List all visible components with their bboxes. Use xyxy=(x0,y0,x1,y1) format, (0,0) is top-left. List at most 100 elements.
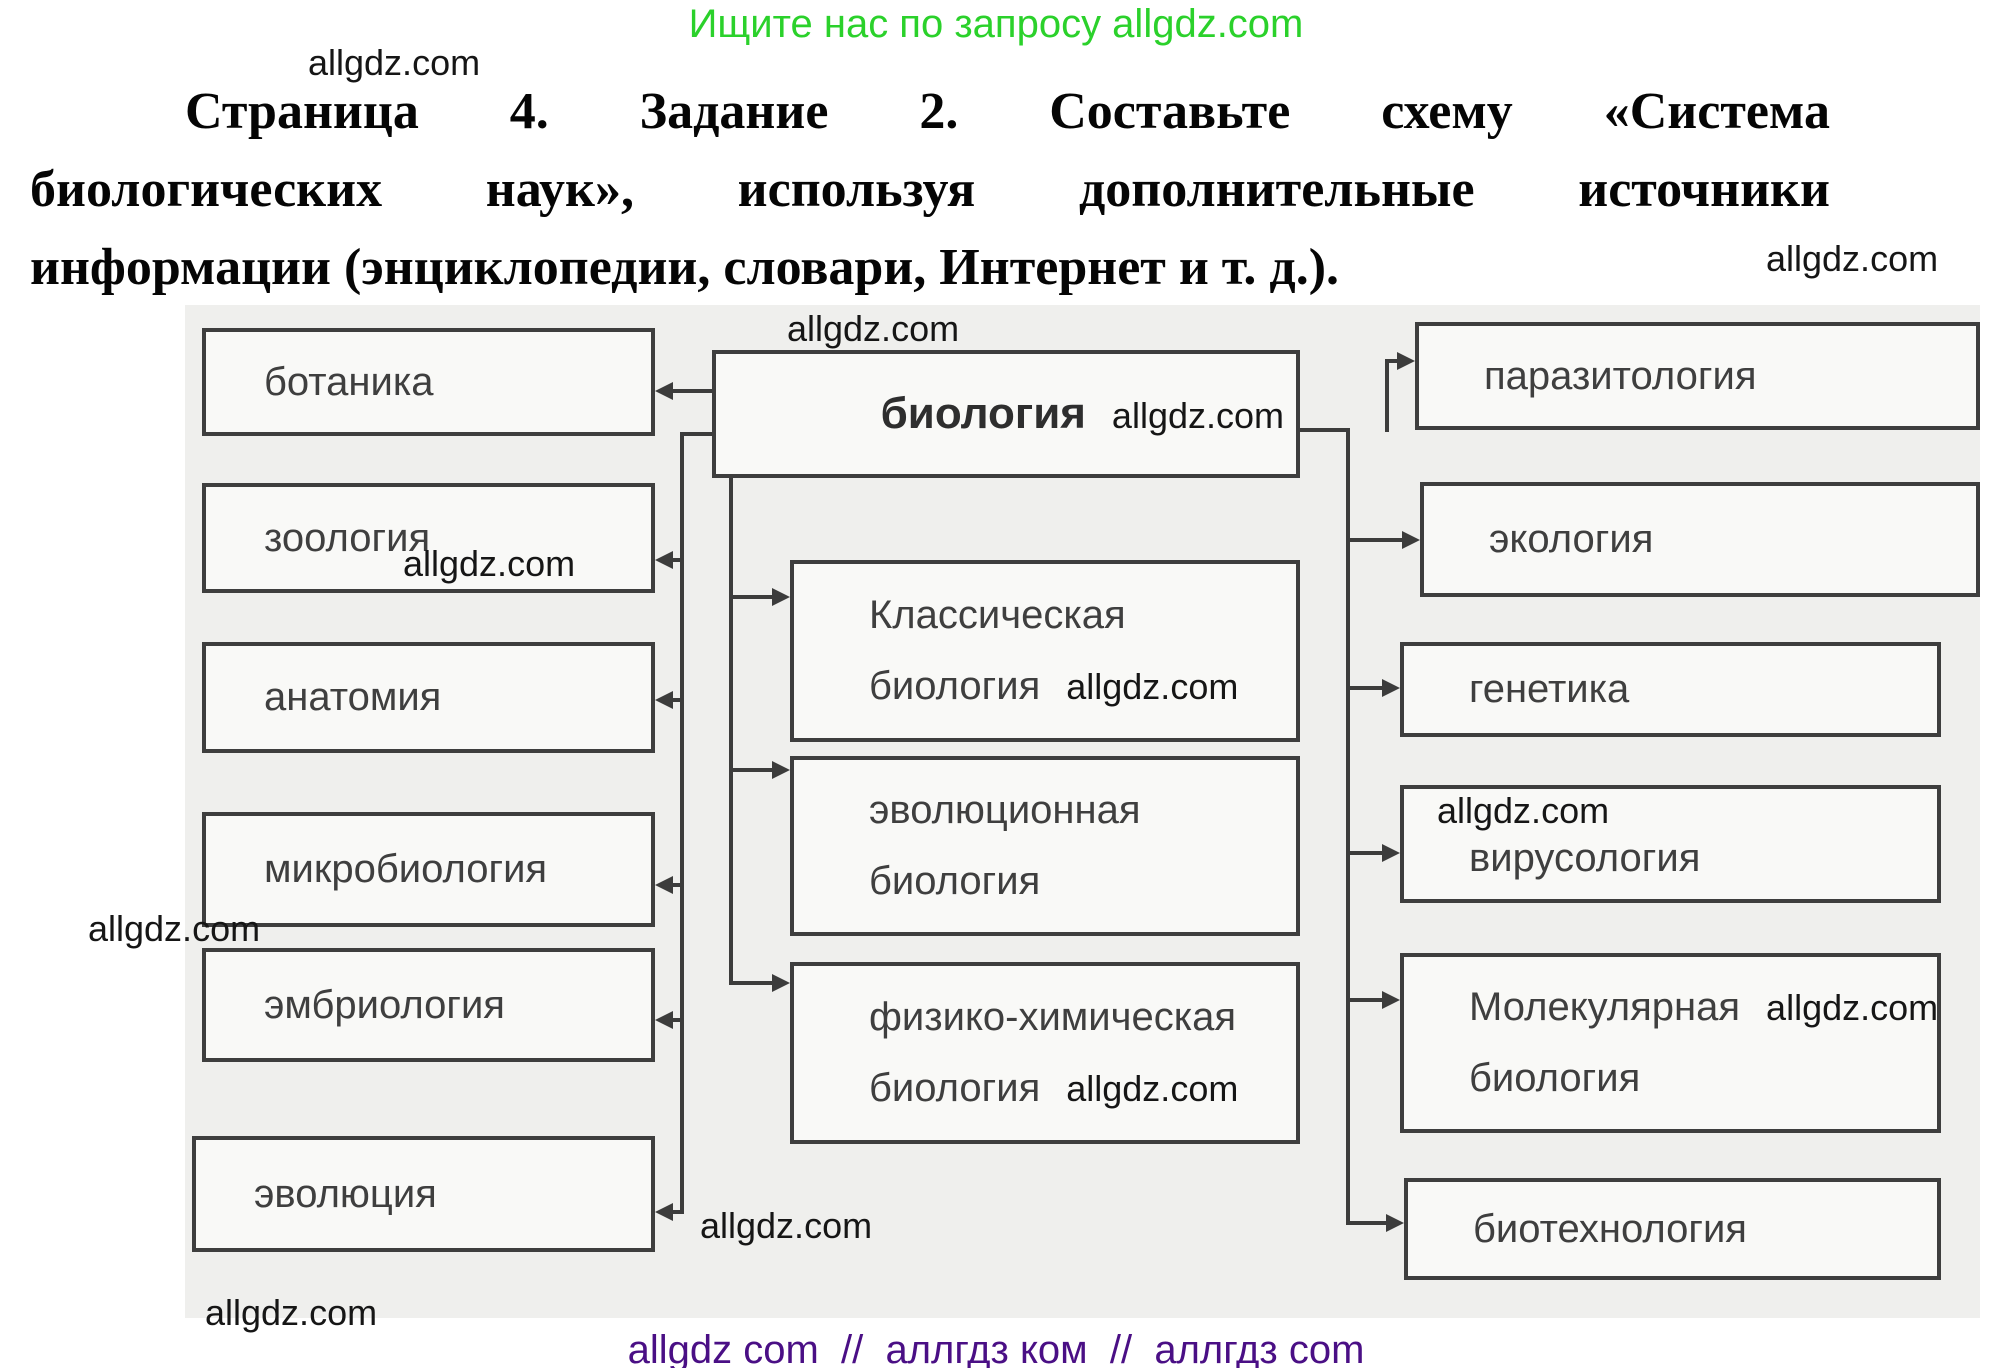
left-trunk xyxy=(680,432,684,1214)
arrowhead-klassicheskaya xyxy=(772,588,790,606)
node-label: эволюция xyxy=(254,1171,437,1216)
title-word: «Система xyxy=(1603,83,1830,140)
title-word: источники xyxy=(1578,161,1830,218)
footer-text: allgdz com // аллгдз ком // аллгдз com xyxy=(627,1328,1365,1368)
node-label: микробиология xyxy=(264,847,548,891)
node-embriologiya: эмбриология xyxy=(202,948,655,1062)
title-word: используя xyxy=(737,161,976,218)
edge-mikrobiologiya xyxy=(671,883,684,887)
edge-parazitologiya-stub xyxy=(1385,359,1389,432)
arrowhead-anatomiya xyxy=(655,691,673,709)
title-line-2: биологических наук», используя дополните… xyxy=(30,160,1830,219)
node-biotehnologiya: биотехнология xyxy=(1404,1178,1941,1280)
node-label: эмбриология xyxy=(264,982,505,1027)
node-ekologiya: экология xyxy=(1420,482,1980,597)
title-word: 4. xyxy=(509,83,549,140)
promo-text: Ищите нас по запросу allgdz.com xyxy=(688,2,1304,46)
watermark-root: allgdz.com xyxy=(1111,395,1284,436)
node-parazitologiya: паразитология xyxy=(1415,322,1980,430)
edge-klassicheskaya xyxy=(729,595,774,599)
right-trunk xyxy=(1346,428,1350,1225)
node-label: биотехнология xyxy=(1473,1206,1747,1251)
arrowhead-mikrobiologiya xyxy=(655,876,673,894)
edge-virusologiya xyxy=(1350,851,1384,855)
title-word: биологических xyxy=(30,161,383,218)
node-label-line2: биология xyxy=(869,664,1041,708)
node-label: паразитология xyxy=(1484,353,1757,398)
node-label-line1: Классическая xyxy=(869,593,1126,637)
title-word: дополнительные xyxy=(1078,161,1475,218)
watermark-above-root: allgdz.com xyxy=(787,308,960,349)
node-mikrobiologiya: микробиология xyxy=(202,812,655,927)
node-label: зоология xyxy=(264,515,431,560)
watermark-virusologiya: allgdz.com xyxy=(1437,790,1610,831)
edge-biotehnologiya xyxy=(1346,1221,1388,1225)
watermark-near-evolution: allgdz.com xyxy=(700,1205,873,1246)
node-genetika: генетика xyxy=(1400,642,1941,737)
node-label-line1: Молекулярная xyxy=(1469,985,1741,1029)
edge-root-left-trunk-stub xyxy=(680,432,712,436)
root-label: биология xyxy=(880,389,1086,438)
arrowhead-evolyutsiya xyxy=(655,1203,673,1221)
watermark-right-of-title: allgdz.com xyxy=(1766,238,1939,279)
node-label: генетика xyxy=(1469,667,1630,711)
node-label-line1: эволюционная xyxy=(869,788,1141,832)
arrowhead-fiziko xyxy=(772,974,790,992)
node-label-line1: физико-химическая xyxy=(869,995,1237,1039)
node-label: ботаника xyxy=(264,359,434,404)
arrowhead-genetika xyxy=(1382,679,1400,697)
node-anatomiya: анатомия xyxy=(202,642,655,753)
edge-fiziko xyxy=(729,981,774,985)
node-label-line2: биология xyxy=(869,1066,1041,1110)
watermark-klassicheskaya: allgdz.com xyxy=(1066,666,1239,707)
node-label: вирусология xyxy=(1469,836,1701,880)
node-biologiya-root: биология allgdz.com xyxy=(712,350,1300,478)
title-word: Задание xyxy=(639,83,829,140)
title-word: 2. xyxy=(919,83,959,140)
arrowhead-ekologiya xyxy=(1402,531,1420,549)
arrowhead-virusologiya xyxy=(1382,844,1400,862)
title-word: Составьте xyxy=(1049,83,1291,140)
watermark-molekulyarnaya: allgdz.com xyxy=(1766,987,1939,1028)
arrowhead-botanika xyxy=(655,382,673,400)
node-label: анатомия xyxy=(264,675,442,719)
node-label-line2: биология xyxy=(1469,1056,1641,1100)
arrowhead-evolyutsionnaya xyxy=(772,761,790,779)
watermark-top-left: allgdz.com xyxy=(308,42,481,83)
node-label: экология xyxy=(1489,517,1654,561)
title-word: наук», xyxy=(485,161,635,218)
edge-molekulyarnaya xyxy=(1350,998,1384,1002)
node-evolyutsionnaya-biologiya: эволюционная биология xyxy=(790,756,1300,936)
node-virusologiya: вирусология xyxy=(1400,785,1941,903)
middle-trunk xyxy=(729,478,733,985)
watermark-bottom-left: allgdz.com xyxy=(205,1292,378,1333)
edge-embriologiya xyxy=(671,1018,684,1022)
arrowhead-biotehnologiya xyxy=(1386,1214,1404,1232)
arrowhead-zoologiya xyxy=(655,551,673,569)
title-word: схему xyxy=(1381,83,1513,140)
edge-parazitologiya xyxy=(1385,359,1399,363)
edge-evolyutsiya xyxy=(671,1210,684,1214)
arrowhead-embriologiya xyxy=(655,1011,673,1029)
watermark-zoologiya: allgdz.com xyxy=(403,543,576,584)
node-zoologiya: зоология xyxy=(202,483,655,593)
edge-evolyutsionnaya xyxy=(729,768,774,772)
title-line-3: информации (энциклопедии, словари, Интер… xyxy=(30,239,1340,296)
edge-root-right-trunk xyxy=(1300,428,1350,432)
title-line-1: Страница 4. Задание 2. Составьте схему «… xyxy=(185,82,1830,141)
edge-root-botanika xyxy=(671,389,712,393)
watermark-fiziko: allgdz.com xyxy=(1066,1068,1239,1109)
edge-zoologiya xyxy=(671,558,684,562)
node-evolyutsiya: эволюция xyxy=(192,1136,655,1252)
node-fiziko-himicheskaya-biologiya: физико-химическая биология allgdz.com xyxy=(790,962,1300,1144)
arrowhead-molekulyarnaya xyxy=(1382,991,1400,1009)
node-molekulyarnaya-biologiya: Молекулярная allgdz.com биология xyxy=(1400,953,1941,1133)
arrowhead-parazitologiya xyxy=(1397,352,1415,370)
edge-genetika xyxy=(1350,686,1384,690)
watermark-left-margin: allgdz.com xyxy=(88,908,261,949)
node-klassicheskaya-biologiya: Классическая биология allgdz.com xyxy=(790,560,1300,742)
edge-ekologiya xyxy=(1346,538,1404,542)
edge-anatomiya xyxy=(671,698,684,702)
node-botanika: ботаника xyxy=(202,328,655,436)
